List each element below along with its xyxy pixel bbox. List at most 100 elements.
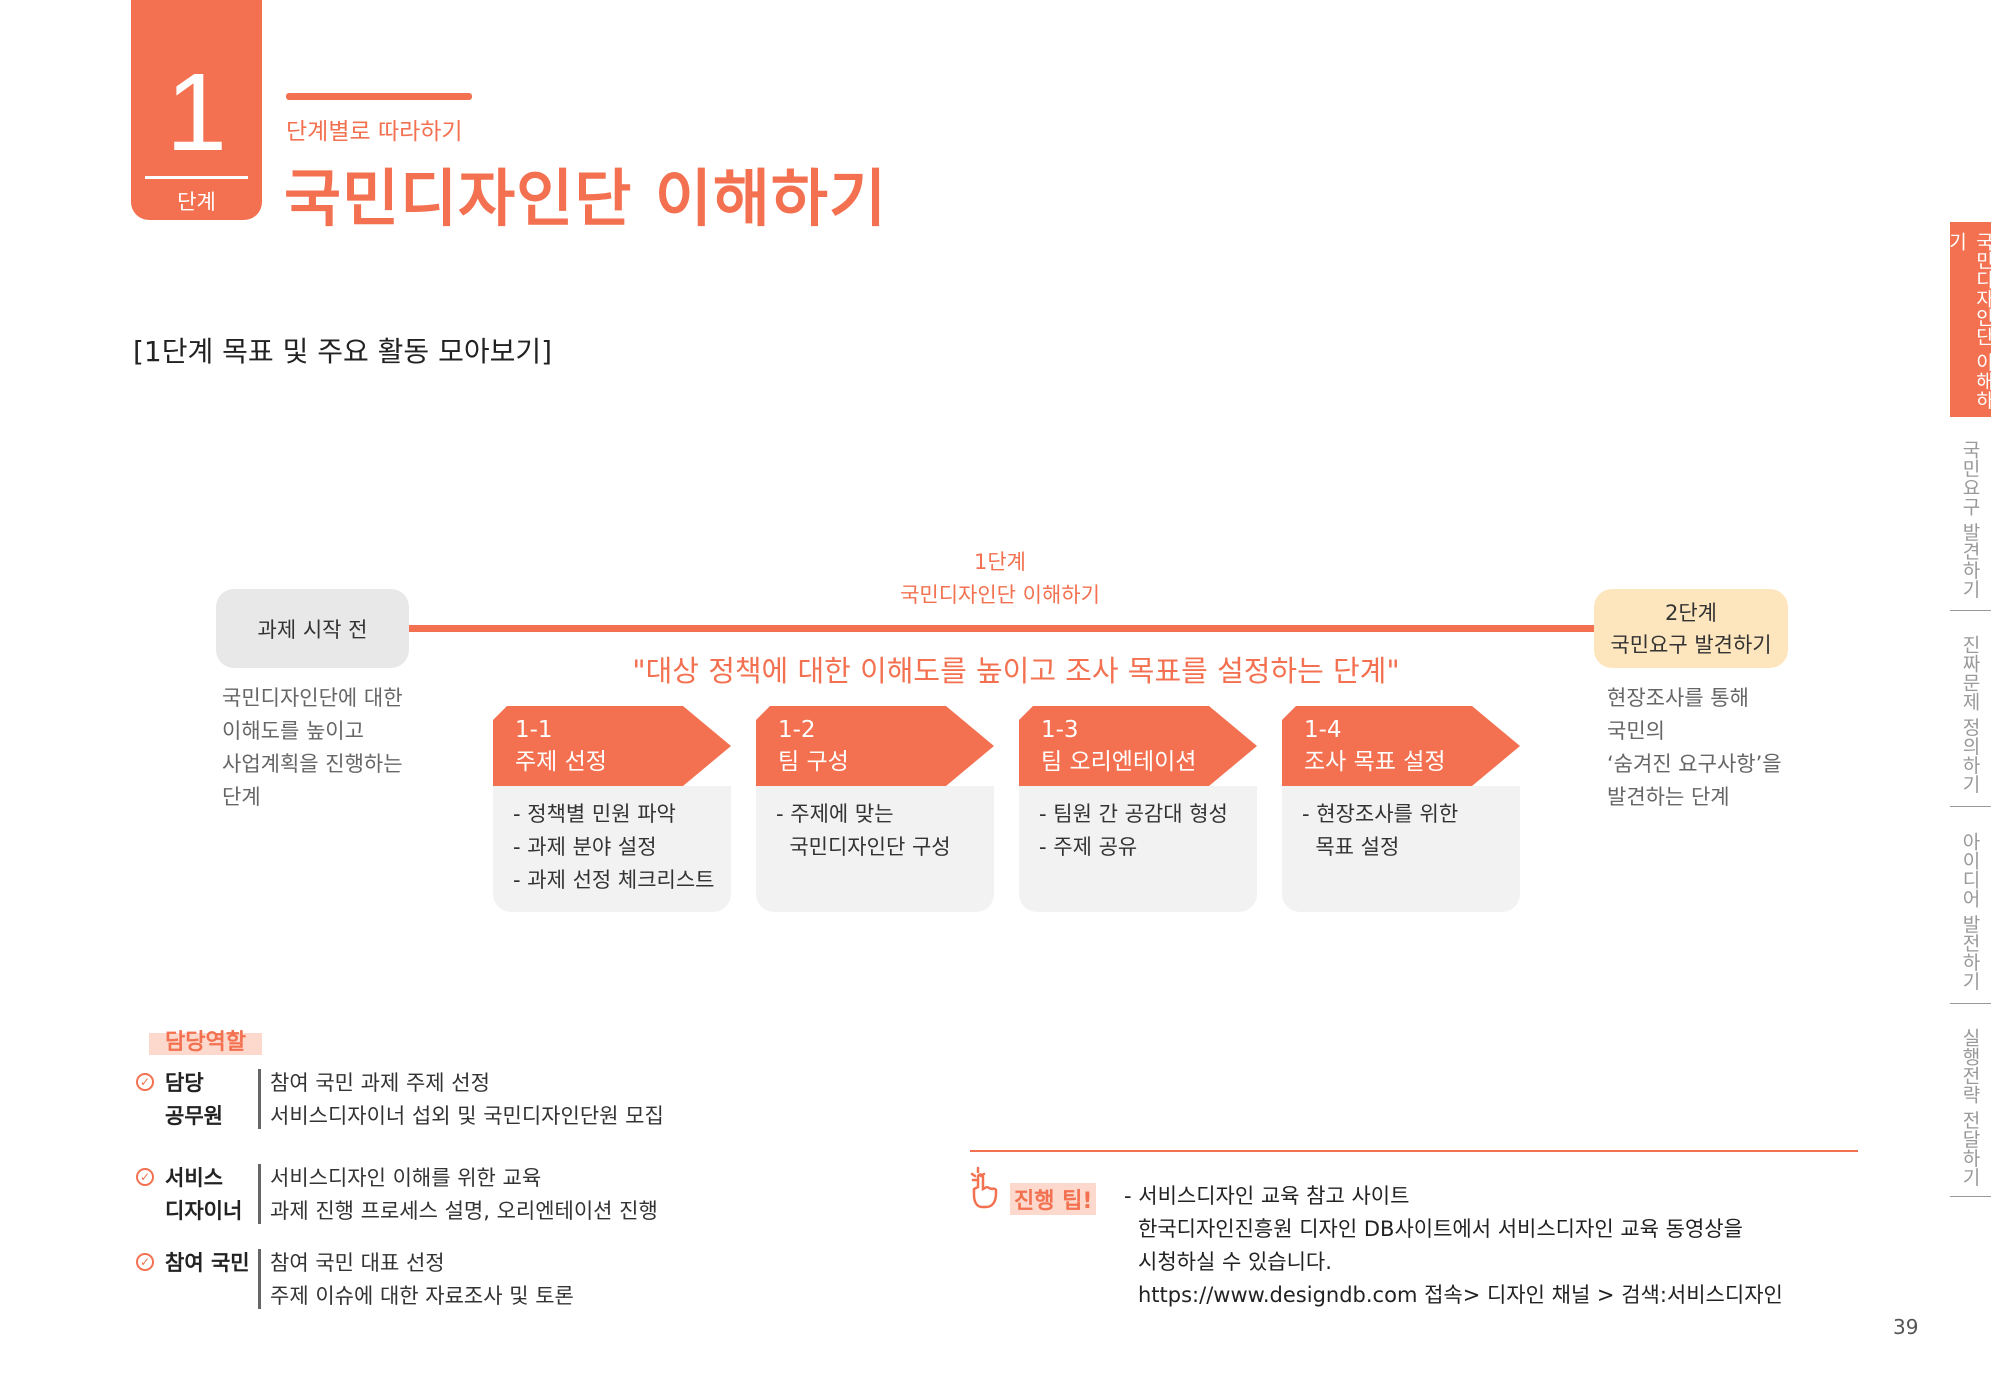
pointing-hand-icon xyxy=(970,1166,998,1209)
side-tab-divider xyxy=(1950,610,1991,611)
check-circle-icon: ✓ xyxy=(136,1073,154,1091)
check-circle-icon: ✓ xyxy=(136,1253,154,1271)
page-number: 39 xyxy=(1893,1315,1919,1339)
activity-card: 1-3 팀 오리엔테이션 - 팀원 간 공감대 형성 - 주제 공유 xyxy=(1019,706,1257,912)
side-tab-divider xyxy=(1950,1196,1991,1197)
card-number: 1-1 xyxy=(515,717,553,743)
card-body: - 팀원 간 공감대 형성 - 주제 공유 xyxy=(1019,786,1257,912)
roles-label-highlight xyxy=(149,1033,262,1055)
card-number: 1-4 xyxy=(1304,717,1342,743)
card-number: 1-2 xyxy=(778,717,816,743)
page-subtitle: 단계별로 따라하기 xyxy=(286,119,463,145)
card-item: - 과제 분야 설정 xyxy=(513,835,657,859)
role-task: 참여 국민 과제 주제 선정 xyxy=(270,1071,490,1095)
role-name-line: 서비스 xyxy=(165,1166,223,1190)
role-task: 참여 국민 대표 선정 xyxy=(270,1251,445,1275)
role-name-line: 디자이너 xyxy=(165,1199,243,1223)
tip-line: 시청하실 수 있습니다. xyxy=(1138,1250,1332,1274)
section-title: [1단계 목표 및 주요 활동 모아보기] xyxy=(133,335,553,368)
timeline-line xyxy=(409,625,1595,632)
card-title: 팀 구성 xyxy=(778,749,849,775)
card-title: 주제 선정 xyxy=(515,749,607,775)
desc-line: 현장조사를 통해 xyxy=(1607,686,1749,710)
stage-number: 1단계 xyxy=(973,550,1026,574)
role-task: 서비스디자이너 섭외 및 국민디자인단원 모집 xyxy=(270,1104,664,1128)
card-item: - 과제 선정 체크리스트 xyxy=(513,868,715,892)
role-task: 과제 진행 프로세스 설명, 오리엔테이션 진행 xyxy=(270,1199,658,1223)
tip-line: - 서비스디자인 교육 참고 사이트 xyxy=(1124,1184,1410,1208)
side-tab-develop[interactable]: 아이디어 발전하기 xyxy=(1959,832,1981,991)
side-tab-define[interactable]: 진짜문제 정의하기 xyxy=(1959,635,1981,794)
card-body: - 정책별 민원 파악 - 과제 분야 설정 - 과제 선정 체크리스트 xyxy=(493,786,731,912)
role-divider xyxy=(258,1249,261,1309)
title-accent-bar xyxy=(286,93,472,100)
card-title: 팀 오리엔테이션 xyxy=(1041,749,1197,775)
card-header: 1-2 팀 구성 xyxy=(756,706,994,786)
side-tab-divider xyxy=(1950,806,1991,807)
activity-card: 1-4 조사 목표 설정 - 현장조사를 위한 목표 설정 xyxy=(1282,706,1520,912)
start-box: 과제 시작 전 xyxy=(216,589,409,668)
step-badge: 1 단계 xyxy=(131,0,262,220)
card-body: - 현장조사를 위한 목표 설정 xyxy=(1282,786,1520,912)
stage-name: 국민디자인단 이해하기 xyxy=(900,583,1100,607)
tip-line: 한국디자인진흥원 디자인 DB사이트에서 서비스디자인 교육 동영상을 xyxy=(1138,1217,1743,1241)
next-stage-name: 국민요구 발견하기 xyxy=(1610,632,1772,657)
card-item: 국민디자인단 구성 xyxy=(776,835,951,859)
role-divider xyxy=(258,1069,261,1129)
tip-text: - 서비스디자인 교육 참고 사이트 한국디자인진흥원 디자인 DB사이트에서 … xyxy=(1124,1180,1783,1312)
role-task: 서비스디자인 이해를 위한 교육 xyxy=(270,1166,542,1190)
next-stage-box: 2단계 국민요구 발견하기 xyxy=(1594,589,1788,668)
role-name-line: 참여 국민 xyxy=(165,1251,250,1275)
tip-link[interactable]: https://www.designdb.com 접속> 디자인 채널 > 검색… xyxy=(1138,1283,1783,1307)
step-divider xyxy=(145,176,248,179)
tip-divider xyxy=(970,1150,1858,1152)
desc-line: 발견하는 단계 xyxy=(1607,785,1730,809)
activity-card: 1-1 주제 선정 - 정책별 민원 파악 - 과제 분야 설정 - 과제 선정 체크… xyxy=(493,706,731,912)
role-name-line: 담당 xyxy=(165,1071,204,1095)
card-item: - 주제 공유 xyxy=(1039,835,1138,859)
card-header: 1-3 팀 오리엔테이션 xyxy=(1019,706,1257,786)
step-label: 단계 xyxy=(177,190,216,214)
card-header: 1-4 조사 목표 설정 xyxy=(1282,706,1520,786)
page-title: 국민디자인단 이해하기 xyxy=(284,162,887,235)
card-header: 1-1 주제 선정 xyxy=(493,706,731,786)
step-number: 1 xyxy=(165,51,228,174)
desc-line: 이해도를 높이고 xyxy=(222,719,364,743)
card-item: - 팀원 간 공감대 형성 xyxy=(1039,802,1228,826)
next-stage-number: 2단계 xyxy=(1664,600,1717,625)
card-item: - 주제에 맞는 xyxy=(776,802,894,826)
side-tab-discover[interactable]: 국민요구 발견하기 xyxy=(1959,440,1981,599)
start-description: 국민디자인단에 대한 이해도를 높이고 사업계획을 진행하는 단계 xyxy=(222,682,403,814)
desc-line: 단계 xyxy=(222,785,261,809)
next-description: 현장조사를 통해 국민의 ‘숨겨진 요구사항’을 발견하는 단계 xyxy=(1607,682,1782,814)
card-item: 목표 설정 xyxy=(1302,835,1400,859)
card-item: - 정책별 민원 파악 xyxy=(513,802,676,826)
stage-label: 1단계 국민디자인단 이해하기 xyxy=(800,546,1200,612)
check-circle-icon: ✓ xyxy=(136,1168,154,1186)
role-divider xyxy=(258,1164,261,1224)
card-title: 조사 목표 설정 xyxy=(1304,749,1446,775)
desc-line: 국민디자인단에 대한 xyxy=(222,686,403,710)
side-tab-deliver[interactable]: 실행전략 전달하기 xyxy=(1959,1028,1981,1187)
stage-quote: "대상 정책에 대한 이해도를 높이고 조사 목표를 설정하는 단계" xyxy=(632,654,1400,688)
roles-label: 담당역할 xyxy=(165,1030,246,1055)
activity-card: 1-2 팀 구성 - 주제에 맞는 국민디자인단 구성 xyxy=(756,706,994,912)
side-tab-understand[interactable]: 국민디자인단 이해하기 xyxy=(1946,222,1991,417)
card-number: 1-3 xyxy=(1041,717,1079,743)
role-task: 주제 이슈에 대한 자료조사 및 토론 xyxy=(270,1284,574,1308)
card-body: - 주제에 맞는 국민디자인단 구성 xyxy=(756,786,994,912)
desc-line: 국민의 xyxy=(1607,719,1665,743)
role-name-line: 공무원 xyxy=(165,1104,223,1128)
desc-line: ‘숨겨진 요구사항’을 xyxy=(1607,752,1782,776)
role-name: 참여 국민 xyxy=(165,1247,250,1280)
desc-line: 사업계획을 진행하는 xyxy=(222,752,403,776)
tip-label: 진행 팁! xyxy=(1010,1183,1097,1215)
